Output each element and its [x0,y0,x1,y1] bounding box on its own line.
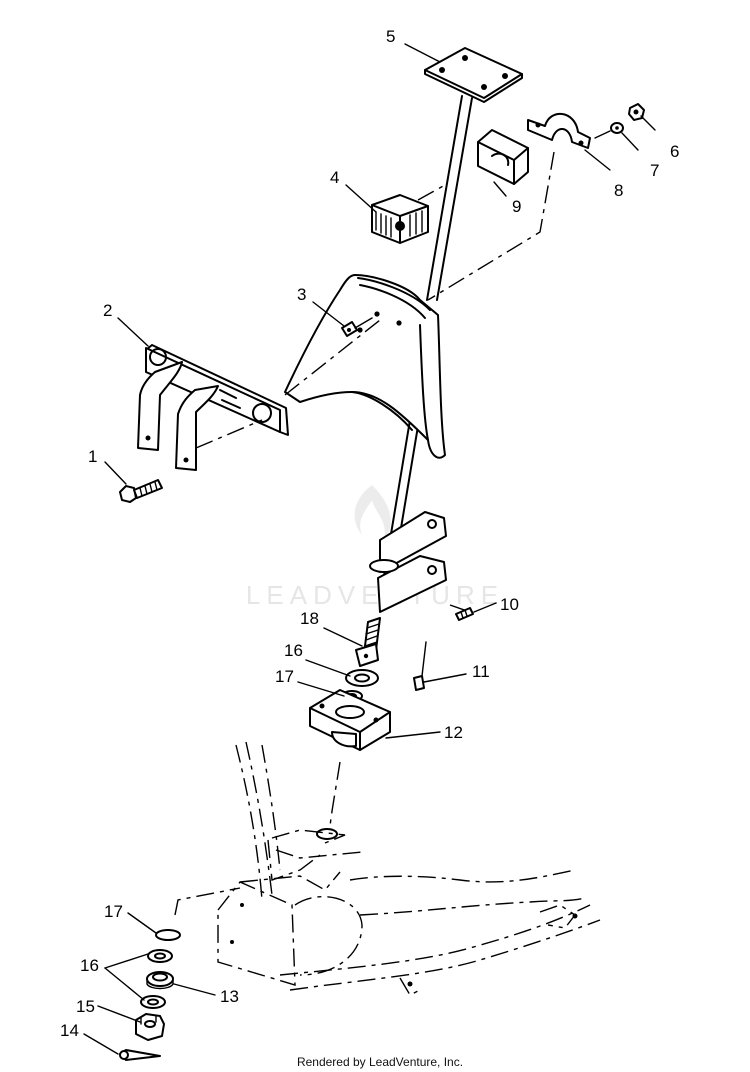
part-15-castle-nut [135,1013,165,1041]
callout-3: 3 [297,285,306,304]
watermark: LEADVENTURE [246,485,504,610]
part-18-spline [355,617,381,667]
callout-8: 8 [614,181,623,200]
part-16-washer-upper [345,669,379,687]
part-1-bolt [119,479,163,503]
callout-2: 2 [103,301,112,320]
part-8-clamp [427,112,591,301]
callout-11: 11 [472,662,490,681]
part-10-screw [455,607,474,621]
part-7-washer [594,122,624,139]
callout-5: 5 [386,27,395,46]
callout-17-upper: 17 [275,667,294,686]
watermark-flame-icon [354,485,391,540]
callout-6: 6 [670,142,679,161]
callout-9: 9 [512,197,521,216]
callout-12: 12 [444,723,463,742]
part-3-screw [341,317,373,337]
callout-18: 18 [300,609,319,628]
steering-bracket [284,274,446,459]
part-2-lower-bracket [137,344,289,471]
part-13-bearing [146,971,174,990]
part-9-bushing-half [477,129,529,185]
callout-16-upper: 16 [284,641,303,660]
leader-lines [83,43,656,1055]
callout-labels: 1 2 3 4 5 6 7 8 9 10 11 12 13 14 15 16 1… [60,27,679,1040]
frame-lower-assembly [174,741,601,996]
part-4-bushing [371,184,446,244]
callout-4: 4 [330,168,339,187]
part-6-nut [628,103,645,121]
callout-16-lower: 16 [80,956,99,975]
part-5-wheel-plate [424,47,523,103]
part-14-cotter-pin [119,1049,161,1061]
part-17-washer-lower [155,929,181,941]
callout-1: 1 [88,447,97,466]
callout-15: 15 [76,997,95,1016]
part-12-steering-block [309,689,391,751]
watermark-text: LEADVENTURE [246,580,504,610]
callout-17-lower: 17 [104,902,123,921]
footer-credit: Rendered by LeadVenture, Inc. [297,1055,463,1069]
steering-arm-bracket [369,511,471,613]
part-16-washer-lower-2 [140,995,166,1009]
callout-13: 13 [220,987,239,1006]
callout-10: 10 [500,595,519,614]
callout-7: 7 [650,161,659,180]
part-11-pin [413,641,427,691]
part-16-washer-lower-1 [147,949,173,963]
callout-14: 14 [60,1021,79,1040]
